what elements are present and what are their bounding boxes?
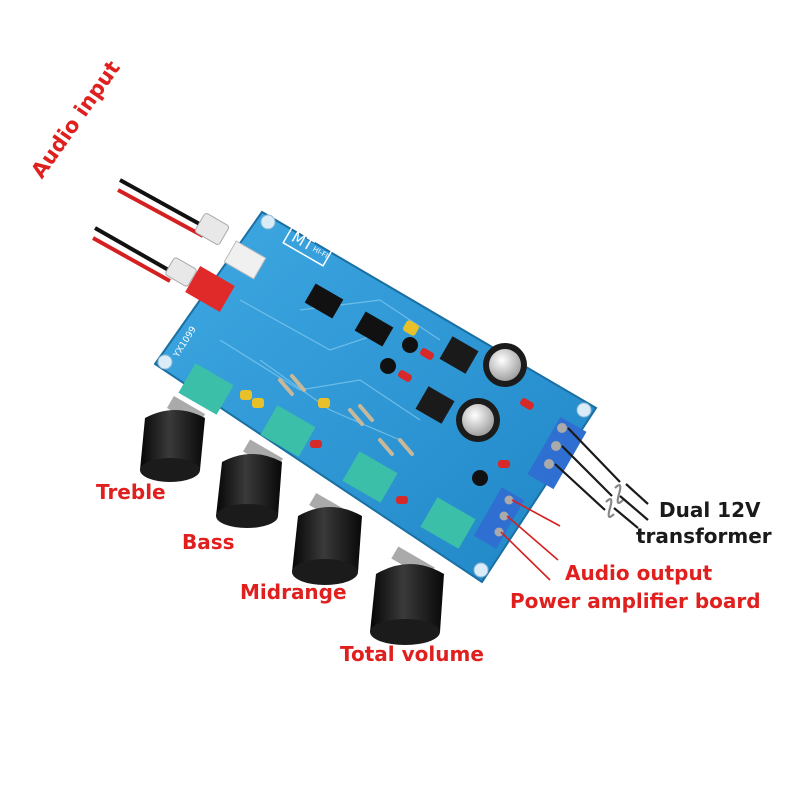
label-transformer: transformer [636, 524, 772, 548]
midrange-knob[interactable] [292, 451, 398, 585]
label-midrange: Midrange [240, 580, 347, 604]
op-amp-chip-2 [354, 311, 394, 347]
bass-knob[interactable] [216, 405, 316, 528]
power-terminal [527, 416, 587, 490]
label-dual-12v: Dual 12V [659, 498, 761, 522]
volume-knob[interactable] [370, 497, 476, 645]
op-amp-chip-1 [304, 283, 344, 319]
label-power-amplifier-board: Power amplifier board [510, 589, 761, 613]
filter-capacitor-2 [456, 398, 500, 442]
filter-capacitor-1 [483, 343, 527, 387]
label-bass: Bass [182, 530, 235, 554]
transformer-wires [554, 427, 649, 529]
input-socket [185, 240, 267, 312]
input-wires [92, 178, 230, 287]
label-treble: Treble [96, 480, 166, 504]
label-total-volume: Total volume [340, 642, 484, 666]
output-wires [500, 499, 561, 581]
output-terminal [473, 487, 525, 549]
treble-knob[interactable] [140, 363, 234, 482]
label-audio-output: Audio output [565, 561, 713, 585]
pcb-board: MT HI-FI YX1099 [153, 210, 598, 584]
